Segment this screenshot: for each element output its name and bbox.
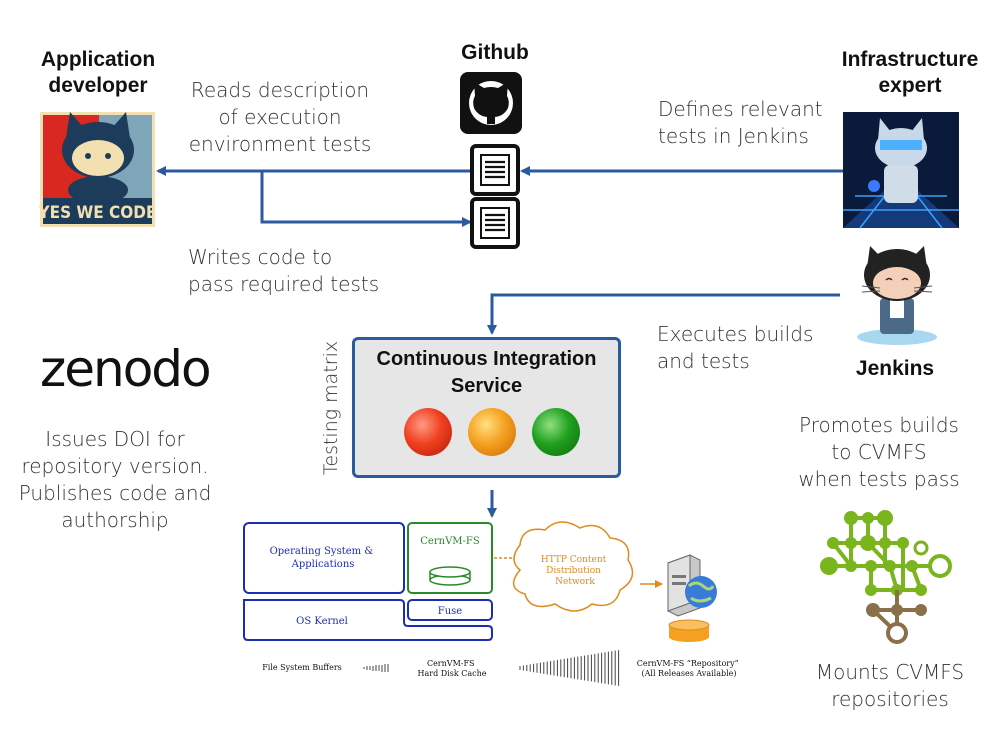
cernvm-fs-label: CernVM-FS bbox=[420, 536, 480, 547]
svg-text:Operating System & Appli: Operating System & Applications bbox=[270, 546, 377, 570]
cdn-line3: Network bbox=[555, 577, 595, 587]
repository-line1: CernVM-FS “Repository” bbox=[637, 659, 739, 668]
red-status-light bbox=[404, 408, 452, 456]
ci-service-box: Continuous Integration Service bbox=[352, 337, 621, 478]
yes-we-code-text: YES WE CODE bbox=[38, 203, 157, 223]
server-icon bbox=[667, 554, 717, 617]
application-developer-heading: Application developer bbox=[40, 48, 156, 97]
infrastructure-expert-avatar bbox=[843, 112, 959, 229]
yes-we-code-poster: YES WE CODE bbox=[38, 112, 157, 227]
os-kernel-box bbox=[243, 599, 493, 641]
fuse-box bbox=[407, 599, 493, 621]
promotes-builds-text: Promotes builds to CVMFS when tests pass bbox=[798, 413, 960, 491]
cdn-cloud bbox=[512, 521, 634, 612]
ci-service-title: Continuous Integration Service bbox=[376, 348, 597, 397]
document-icon-1 bbox=[470, 144, 520, 196]
document-icon-2 bbox=[470, 197, 520, 249]
cdn-line1: HTTP Content bbox=[541, 555, 607, 565]
mounts-cvmfs-text: Mounts CVMFS repositories bbox=[815, 660, 965, 711]
defines-tests-text: Defines relevant tests in Jenkins bbox=[658, 97, 823, 148]
cernvm-fs-box bbox=[407, 522, 493, 594]
writes-code-text: Writes code to pass required tests bbox=[188, 245, 380, 296]
executes-builds-text: Executes builds and tests bbox=[657, 322, 814, 373]
os-apps-line1: Operating System & bbox=[270, 546, 374, 557]
cdn-line2: Distribution bbox=[546, 566, 601, 576]
svg-text:CernVM-FS Hard Disk Cach: CernVM-FS Hard Disk Cache bbox=[418, 659, 487, 678]
buffer-bars-small bbox=[363, 664, 389, 672]
zenodo-description-text: Issues DOI for repository version. Publi… bbox=[18, 427, 212, 532]
fs-buffers-label: File System Buffers bbox=[262, 663, 342, 672]
reads-description-text: Reads description of execution environme… bbox=[188, 78, 372, 156]
buffer-bars-large bbox=[519, 650, 620, 686]
zenodo-logo: zenodo bbox=[40, 340, 212, 398]
jenkins-icon bbox=[857, 246, 937, 345]
svg-text:HTTP Content Distributio: HTTP Content Distribution Network bbox=[541, 555, 609, 587]
repository-line2: (All Releases Available) bbox=[641, 669, 736, 678]
github-icon bbox=[460, 72, 522, 134]
disk-cache-line2: Hard Disk Cache bbox=[418, 669, 487, 678]
os-apps-line2: Applications bbox=[291, 559, 355, 570]
cvmfs-architecture: Operating System & Applications CernVM-F… bbox=[243, 521, 742, 686]
writes-arrow bbox=[260, 171, 472, 227]
os-applications-box bbox=[243, 522, 405, 594]
executes-arrow bbox=[487, 293, 840, 335]
disk-cache-line1: CernVM-FS bbox=[427, 659, 475, 668]
svg-text:CernVM-FS “Repository” (: CernVM-FS “Repository” (All Releases Ava… bbox=[637, 659, 742, 678]
infrastructure-expert-heading: Infrastructure expert bbox=[841, 48, 979, 97]
jenkins-heading: Jenkins bbox=[855, 357, 935, 380]
orange-status-light bbox=[468, 408, 516, 456]
fuse-label: Fuse bbox=[438, 606, 463, 617]
github-heading: Github bbox=[461, 41, 529, 64]
repository-db-icon bbox=[668, 619, 710, 642]
cvmfs-tree-icon bbox=[820, 510, 952, 644]
green-status-light bbox=[532, 408, 580, 456]
os-kernel-label: OS Kernel bbox=[296, 616, 348, 627]
